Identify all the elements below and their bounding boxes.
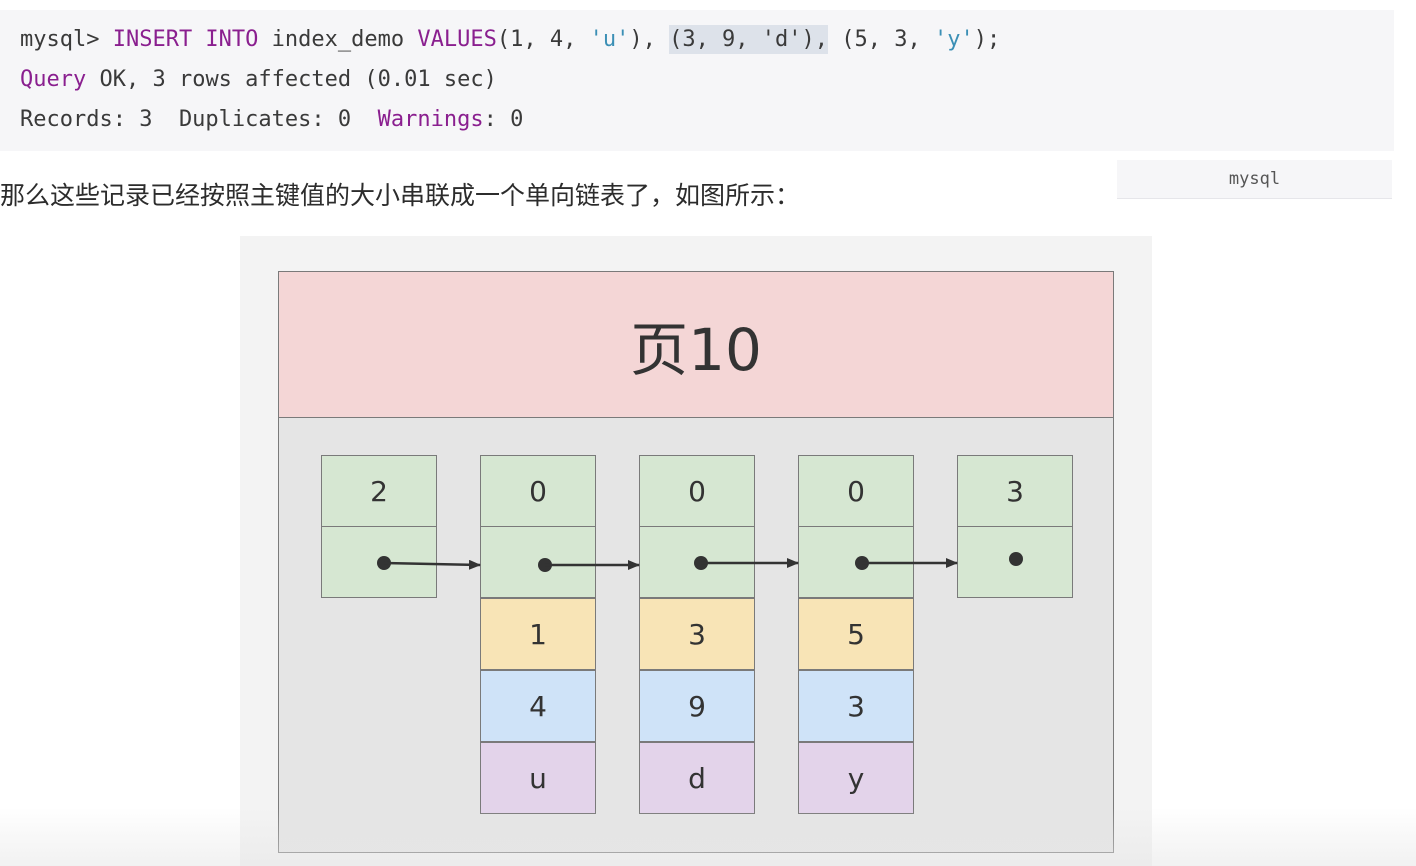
code-line-insert: mysql> INSERT INTO index_demo VALUES(1, … (20, 24, 1394, 64)
record-2-pk: 3 (639, 598, 755, 670)
record-3-next-record: 0 (798, 455, 914, 527)
table-name: index_demo (258, 27, 418, 52)
code-line-query-ok: Query OK, 3 rows affected (0.01 sec) (20, 64, 1394, 104)
tuple-3-open: (5, 3, (828, 27, 935, 52)
record-1-next-record: 0 (480, 455, 596, 527)
record-3-pointer (798, 526, 914, 598)
record-1-c3: u (480, 742, 596, 814)
tuple-2-open: (3, 9, (669, 27, 762, 52)
infimum-next-pointer (321, 526, 437, 598)
record-3-c1: 3 (798, 670, 914, 742)
infimum-n-owned: 2 (321, 455, 437, 527)
code-language-badge[interactable]: mysql (1117, 160, 1392, 199)
code-line-records: Records: 3 Duplicates: 0 Warnings: 0 (20, 104, 1394, 144)
record-2-c1: 9 (639, 670, 755, 742)
record-1-c1: 4 (480, 670, 596, 742)
record-2-next-record: 0 (639, 455, 755, 527)
query-keyword: Query (20, 67, 87, 92)
insert-keyword: INSERT INTO (112, 27, 259, 52)
record-3-pk: 5 (798, 598, 914, 670)
code-block: mysql> INSERT INTO index_demo VALUES(1, … (0, 10, 1394, 151)
page-title: 页10 (279, 272, 1113, 418)
warnings-keyword: Warnings (377, 107, 484, 132)
tuple-3-close: ); (973, 27, 1001, 52)
record-2-c3: d (639, 742, 755, 814)
highlighted-tuple: (3, 9, 'd'), (669, 25, 829, 54)
tuple-2-string: 'd' (761, 27, 802, 52)
record-3-c3: y (798, 742, 914, 814)
query-result: OK, 3 rows affected (0.01 sec) (86, 67, 497, 92)
tuple-1-close: ), (629, 27, 670, 52)
record-2-pointer (639, 526, 755, 598)
prompt-text: mysql> (20, 27, 113, 52)
records-text: Records: 3 Duplicates: 0 (20, 107, 378, 132)
paragraph-text: 那么这些记录已经按照主键值的大小串联成一个单向链表了，如图所示： (0, 181, 801, 210)
tuple-1-string: 'u' (589, 27, 630, 52)
record-1-pk: 1 (480, 598, 596, 670)
tuple-1-open: (1, 4, (496, 27, 590, 52)
supremum-pointer (957, 526, 1073, 598)
tuple-3-string: 'y' (934, 27, 974, 52)
values-keyword: VALUES (417, 27, 497, 52)
warnings-count: : 0 (483, 107, 524, 132)
bottom-shadow (0, 808, 1416, 866)
record-1-pointer (480, 526, 596, 598)
supremum-n-owned: 3 (957, 455, 1073, 527)
tuple-2-close: ), (801, 27, 829, 52)
